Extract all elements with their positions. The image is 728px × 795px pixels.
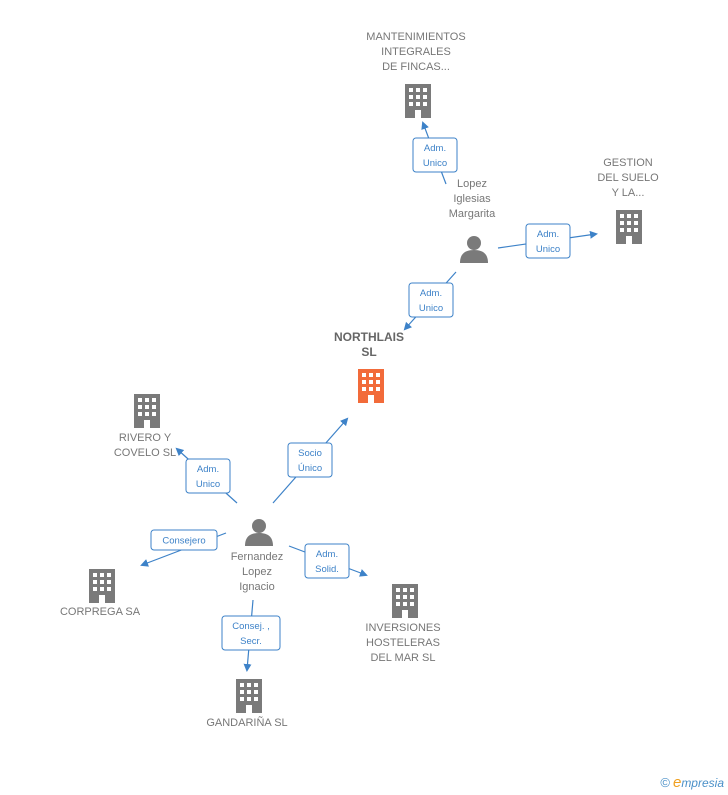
edge-label-text: Unico bbox=[536, 244, 560, 255]
nodes-layer: MANTENIMIENTOS INTEGRALES DE FINCAS... GEST… bbox=[60, 31, 659, 729]
node-inversiones[interactable]: INVERSIONES HOSTELERAS DEL MAR SL bbox=[365, 584, 441, 664]
edge-fernandez-to-rivero: Adm. Unico bbox=[175, 447, 238, 504]
node-label-text: Margarita bbox=[449, 208, 496, 220]
edge-label-text: Consej. , bbox=[232, 621, 270, 632]
building-icon bbox=[358, 369, 384, 403]
node-label-text: Lopez bbox=[242, 566, 272, 578]
edge-label-box bbox=[412, 137, 458, 173]
node-label-text: MANTENIMIENTOS bbox=[366, 31, 465, 43]
node-mantenimientos[interactable]: MANTENIMIENTOS INTEGRALES DE FINCAS... bbox=[366, 31, 466, 118]
edge-label-text: Adm. bbox=[316, 549, 338, 560]
edges-layer: Adm.UnicoAdm.UnicoAdm.UnicoSocioÚnicoAdm… bbox=[140, 121, 598, 672]
building-icon bbox=[89, 569, 115, 603]
node-label-text: GANDARIÑA SL bbox=[206, 716, 287, 729]
node-gestion[interactable]: GESTION DEL SUELO Y LA... bbox=[597, 157, 659, 244]
edge-lopez-to-mantenimientos: Adm. Unico bbox=[412, 121, 458, 185]
edge-label-text: Adm. bbox=[197, 464, 219, 475]
edge-label-box bbox=[304, 543, 350, 579]
edge-label-box bbox=[150, 529, 218, 551]
node-label-text: Fernandez bbox=[231, 551, 284, 563]
edge-label-text: Solid. bbox=[315, 564, 339, 575]
node-label-text: DEL MAR SL bbox=[370, 652, 435, 664]
edge-label-text: Unico bbox=[419, 303, 443, 314]
footer-brand: ©empresia bbox=[660, 774, 724, 791]
edge-label-box bbox=[525, 223, 571, 259]
edge-label-box bbox=[287, 442, 333, 478]
node-label-text: Ignacio bbox=[239, 581, 274, 593]
node-label-text: DEL SUELO bbox=[597, 172, 659, 184]
edge-label-text: Adm. bbox=[537, 229, 559, 240]
edge-label-text: Unico bbox=[423, 158, 447, 169]
edge-fernandez-to-inversiones: Adm. Solid. bbox=[288, 543, 368, 579]
edge-label-text: Secr. bbox=[240, 636, 262, 647]
building-icon bbox=[236, 679, 262, 713]
node-label-text: Lopez bbox=[457, 178, 487, 190]
node-corprega[interactable]: CORPREGA SA bbox=[60, 569, 141, 618]
node-label-text: NORTHLAIS bbox=[334, 330, 404, 344]
node-label-text: SL bbox=[361, 345, 376, 359]
node-label-text: INVERSIONES bbox=[365, 622, 440, 634]
node-label-text: INTEGRALES bbox=[381, 46, 451, 58]
brand-logo-initial: e bbox=[672, 774, 682, 791]
edge-label-box bbox=[185, 458, 231, 494]
edge-fernandez-to-corprega: Consejero bbox=[140, 529, 227, 567]
node-label-text: RIVERO Y bbox=[119, 432, 172, 444]
building-icon bbox=[392, 584, 418, 618]
edge-label-text: Unico bbox=[196, 479, 220, 490]
edge-label-text: Único bbox=[298, 463, 322, 474]
edge-lopez-to-gestion: Adm. Unico bbox=[497, 223, 598, 259]
node-label-text: CORPREGA SA bbox=[60, 606, 141, 618]
node-label-text: COVELO SL bbox=[114, 447, 176, 459]
brand-logo-text: mpresia bbox=[681, 776, 724, 790]
edge-label-text: Consejero bbox=[162, 536, 205, 547]
node-label-text: HOSTELERAS bbox=[366, 637, 440, 649]
edge-label-text: Adm. bbox=[420, 288, 442, 299]
building-icon bbox=[616, 210, 642, 244]
node-gandarina[interactable]: GANDARIÑA SL bbox=[206, 679, 288, 729]
node-label-text: Y LA... bbox=[612, 187, 645, 199]
person-icon bbox=[460, 236, 488, 263]
node-label-text: Iglesias bbox=[453, 193, 491, 205]
building-icon bbox=[405, 84, 431, 118]
edge-label-box bbox=[221, 615, 281, 651]
copyright-symbol: © bbox=[660, 775, 670, 790]
edge-label-text: Socio bbox=[298, 448, 322, 459]
node-label-text: GESTION bbox=[603, 157, 653, 169]
node-label-text: DE FINCAS... bbox=[382, 61, 450, 73]
edge-fernandez-to-gandarina: Consej. , Secr. bbox=[221, 599, 281, 672]
building-icon bbox=[134, 394, 160, 428]
node-rivero[interactable]: RIVERO Y COVELO SL bbox=[114, 394, 176, 459]
edge-label-text: Adm. bbox=[424, 143, 446, 154]
edge-lopez-to-northlais: Adm. Unico bbox=[403, 271, 457, 331]
person-icon bbox=[245, 519, 273, 546]
edge-label-box bbox=[408, 282, 454, 318]
